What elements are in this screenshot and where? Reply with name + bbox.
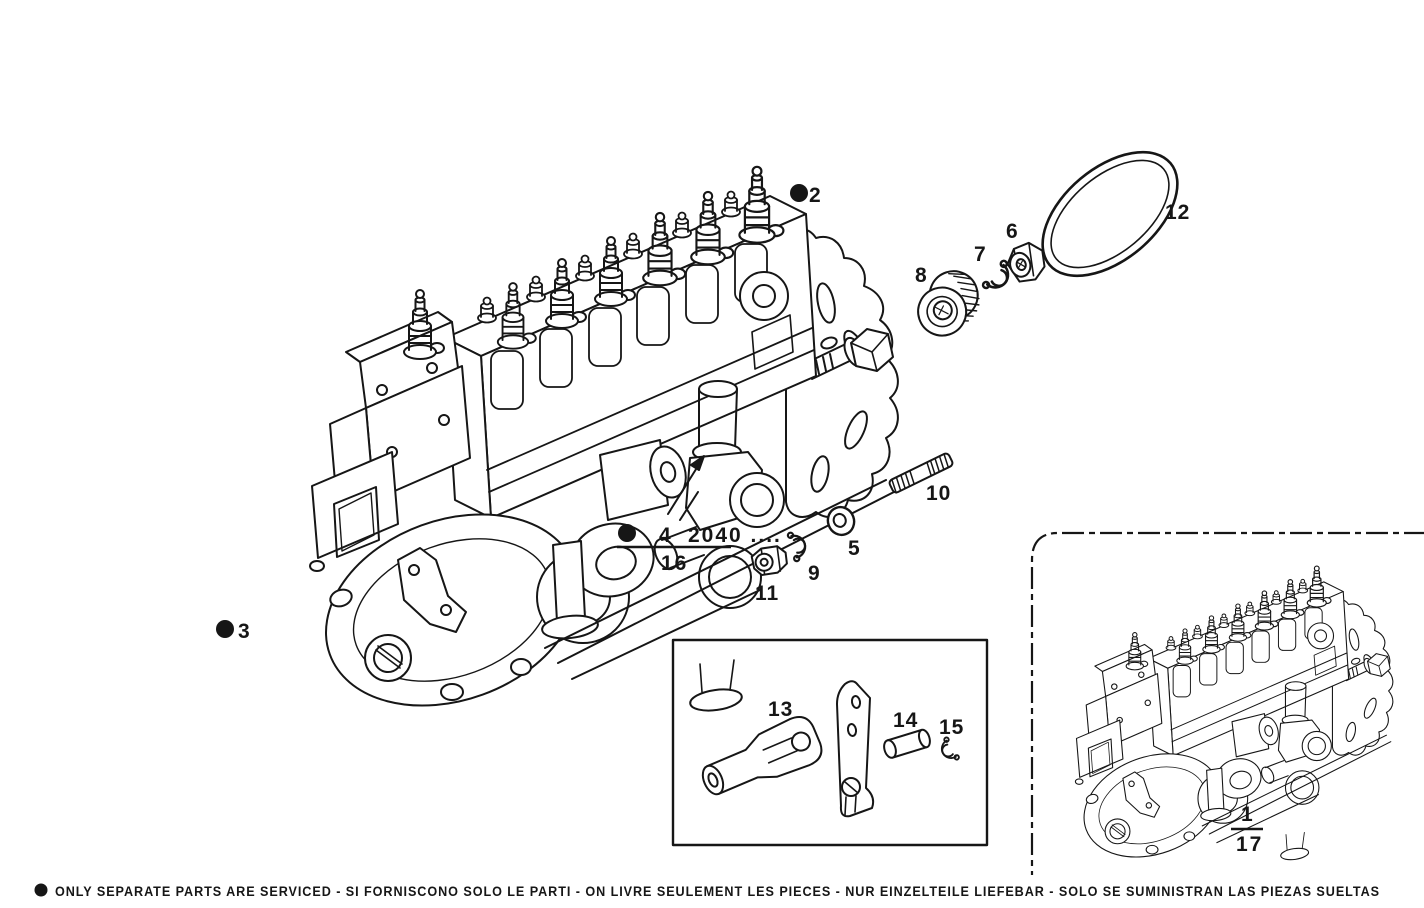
- footer-bullet-dot: [34, 883, 48, 897]
- control-lever-drawing: [836, 680, 875, 818]
- callout-2-label: 2: [809, 184, 822, 207]
- reference-dot: [618, 524, 636, 542]
- callout-3-dot: [216, 620, 234, 638]
- callout-11-label: 11: [755, 582, 779, 605]
- callout-8-label: 8: [915, 264, 928, 287]
- callout-9-label: 9: [808, 562, 821, 585]
- callout-14-label: 14: [893, 709, 918, 732]
- callout-12-label: 12: [1165, 201, 1190, 224]
- callout-2-dot: [790, 184, 808, 202]
- part-14-pin-drawing: [883, 728, 931, 759]
- callout-7-label: 7: [974, 243, 987, 266]
- detail-inset-box: [671, 638, 989, 847]
- reference-prefix: 4: [659, 524, 673, 547]
- reference-inset-box: [1030, 531, 1424, 875]
- part-11-nut-drawing: [750, 545, 788, 577]
- main-reference-fraction: 4 2040 .... 16: [617, 524, 782, 575]
- callout-3-label: 3: [238, 620, 251, 643]
- part-10-stud-drawing: [888, 452, 954, 494]
- callout-5-label: 5: [848, 537, 861, 560]
- callout-6-label: 6: [1006, 220, 1019, 243]
- callout-10-label: 10: [926, 482, 951, 505]
- part-8-knurled-coupling-drawing: [917, 270, 980, 337]
- inset-reference-fraction: 1 17: [1231, 803, 1263, 856]
- callout-15-label: 15: [939, 716, 964, 739]
- inset-numerator: 1: [1241, 803, 1255, 826]
- footer-note-text: ONLY SEPARATE PARTS ARE SERVICED - SI FO…: [55, 884, 1380, 899]
- inset-denominator: 17: [1236, 833, 1263, 856]
- part-6-nut-drawing: [1006, 241, 1046, 283]
- part-12-o-ring-drawing: [1041, 150, 1179, 278]
- part-15-snap-ring-drawing: [935, 735, 961, 766]
- part-5-washer-drawing: [826, 505, 856, 537]
- footer-note: ONLY SEPARATE PARTS ARE SERVICED - SI FO…: [34, 883, 1380, 899]
- reference-leader-arrow: [667, 455, 705, 521]
- main-pump-drawing: [299, 167, 898, 739]
- part-13-clevis-drawing: [701, 716, 823, 796]
- reference-denominator: 16: [661, 552, 688, 575]
- callout-13-label: 13: [768, 698, 793, 721]
- reference-code: 2040 ....: [688, 524, 782, 547]
